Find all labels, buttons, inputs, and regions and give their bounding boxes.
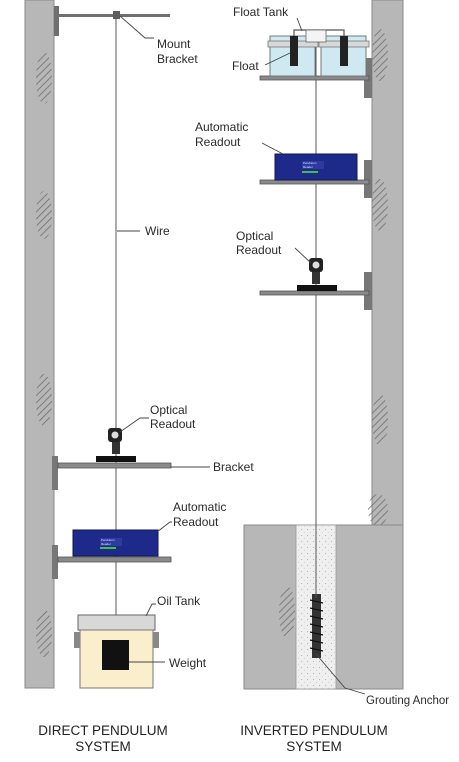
label-oil-tank: Oil Tank bbox=[157, 594, 201, 608]
automatic-readout-right: Pendulum Reader bbox=[259, 153, 372, 198]
svg-text:Pendulum: Pendulum bbox=[303, 161, 317, 165]
label-automatic-left: Automatic bbox=[173, 500, 226, 514]
foundation-block bbox=[243, 524, 404, 690]
svg-text:Pendulum: Pendulum bbox=[101, 538, 115, 542]
label-optical-left: Optical bbox=[150, 403, 187, 417]
label-automatic-readout-left: Readout bbox=[173, 515, 219, 529]
caption-inverted-line1: INVERTED PENDULUM bbox=[240, 723, 388, 738]
label-float: Float bbox=[232, 59, 259, 73]
label-mount: Mount bbox=[157, 37, 191, 51]
left-bracket bbox=[52, 456, 172, 490]
caption-inverted-line2: SYSTEM bbox=[286, 739, 342, 754]
optical-readout-left bbox=[96, 428, 136, 462]
caption-direct-line2: SYSTEM bbox=[75, 739, 131, 754]
label-optical-right: Optical bbox=[236, 229, 273, 243]
automatic-readout-left: Pendulum Reader bbox=[52, 529, 172, 579]
label-bracket: Bracket bbox=[213, 460, 254, 474]
label-optical-readout-left: Readout bbox=[150, 417, 196, 431]
label-mount-bracket: Bracket bbox=[157, 52, 198, 66]
label-optical-readout-right: Readout bbox=[236, 243, 282, 257]
mount-bracket bbox=[54, 6, 170, 36]
leader-lines bbox=[117, 15, 366, 695]
svg-text:Reader: Reader bbox=[101, 542, 111, 546]
left-wall bbox=[24, 0, 55, 689]
label-weight: Weight bbox=[169, 656, 207, 670]
label-automatic-readout-right: Readout bbox=[195, 135, 241, 149]
label-wire: Wire bbox=[145, 224, 170, 238]
weight bbox=[102, 640, 129, 670]
label-automatic-right: Automatic bbox=[195, 120, 248, 134]
oil-tank bbox=[74, 614, 159, 689]
grouting-anchor bbox=[309, 594, 324, 658]
right-wall bbox=[368, 0, 404, 526]
svg-text:Reader: Reader bbox=[303, 165, 313, 169]
optical-readout-right bbox=[259, 258, 372, 310]
label-grouting-anchor: Grouting Anchor bbox=[366, 695, 449, 707]
label-float-tank: Float Tank bbox=[233, 5, 289, 19]
float-tank bbox=[259, 29, 372, 98]
caption-direct-line1: DIRECT PENDULUM bbox=[38, 723, 168, 738]
